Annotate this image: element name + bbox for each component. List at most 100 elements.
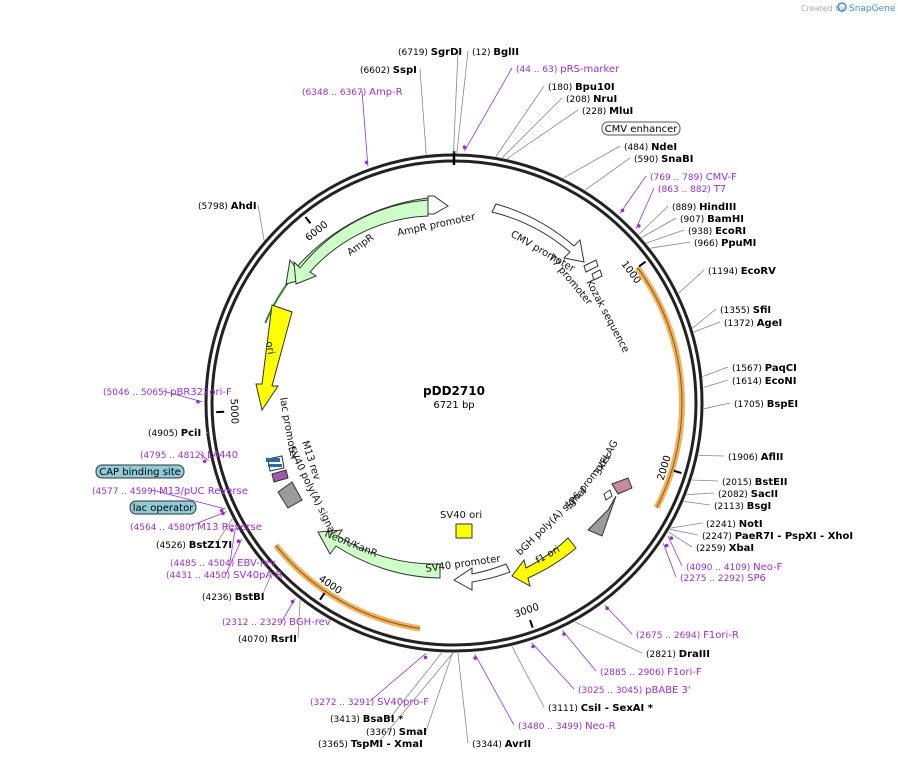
primer-label[interactable]: (863 .. 882) T7 <box>658 184 726 195</box>
primer-label[interactable]: (4090 .. 4109) Neo-F <box>686 562 783 573</box>
enzyme-label[interactable]: (1705) BspEI <box>734 399 798 410</box>
primer-site-mark <box>562 632 566 636</box>
enzyme-label[interactable]: (966) PpuMI <box>694 238 756 249</box>
enzyme-label[interactable]: (590) SnaBI <box>634 154 693 165</box>
enzyme-label[interactable]: (484) NdeI <box>624 142 677 153</box>
enzyme-label[interactable]: (1194) EcoRV <box>708 266 776 277</box>
enzyme-label[interactable]: (3365) TspMI - XmaI <box>318 739 423 750</box>
enzyme-label[interactable]: (4905) PciI <box>148 428 201 439</box>
primer-label[interactable]: (769 .. 789) CMV-F <box>650 172 737 183</box>
enzyme-label[interactable]: (2241) NotI <box>706 519 763 530</box>
primer-label[interactable]: (44 .. 63) pRS-marker <box>516 64 620 75</box>
enzyme-name: BglII <box>493 47 519 58</box>
feature-bgh-polya[interactable] <box>587 495 617 537</box>
enzyme-label[interactable]: (1614) EcoNI <box>732 376 797 387</box>
primer-label[interactable]: (4577 .. 4599) M13/pUC Reverse <box>92 486 248 497</box>
enzyme-position: (966) <box>694 239 721 249</box>
feature-sp6-promoter[interactable] <box>603 489 613 501</box>
enzyme-connector <box>419 68 427 155</box>
primer-position: (3025 .. 3045) <box>578 686 645 696</box>
primer-label[interactable]: (6348 .. 6367) Amp-R <box>302 87 403 98</box>
enzyme-label[interactable]: (6719) SgrDI <box>398 47 462 58</box>
feature-ampr[interactable] <box>293 199 429 285</box>
plasmid-size: 6721 bp <box>433 400 474 411</box>
enzyme-label[interactable]: (3344) AvrII <box>472 739 531 750</box>
feature-cap-binding[interactable] <box>266 458 280 462</box>
enzyme-label[interactable]: (2113) BsgI <box>714 501 771 512</box>
cmv-enhancer-box[interactable] <box>601 121 681 136</box>
enzyme-label[interactable]: (6602) SspI <box>360 65 417 76</box>
feature-m13-rev[interactable] <box>271 469 289 483</box>
enzyme-name: BamHI <box>707 214 744 225</box>
primer-site-mark <box>423 655 428 660</box>
primer-label[interactable]: (3272 .. 3291) SV40pro-F <box>310 697 429 708</box>
feature-sv40-promoter[interactable] <box>453 563 511 591</box>
primer-label[interactable]: (5046 .. 5065) pBR322ori-F <box>103 387 232 398</box>
enzyme-label[interactable]: (4070) RsrII <box>238 634 297 645</box>
enzyme-label[interactable]: (208) NruI <box>566 94 617 105</box>
enzyme-name: RsrII <box>271 634 297 645</box>
enzyme-position: (3413) <box>330 715 363 725</box>
primer-label[interactable]: (3025 .. 3045) pBABE 3' <box>578 685 691 696</box>
enzyme-connector <box>670 522 703 529</box>
primer-label[interactable]: (4564 .. 4580) M13 Reverse <box>130 522 262 533</box>
primer-label[interactable]: (2675 .. 2694) F1ori-R <box>636 630 739 641</box>
feature-cmv-promoter[interactable] <box>491 203 585 263</box>
primer-name: SP6 <box>747 573 766 584</box>
enzyme-label[interactable]: (2082) SacII <box>718 489 778 500</box>
enzyme-name: PaqCI <box>765 363 797 374</box>
enzyme-label[interactable]: (938) EcoRI <box>688 226 746 237</box>
primer-site-mark <box>221 511 225 516</box>
enzyme-label[interactable]: (3413) BsaBI * <box>330 714 404 725</box>
feature-lac-operator[interactable] <box>268 464 282 467</box>
enzyme-label[interactable]: (3367) SmaI <box>366 727 427 738</box>
tick-label: 3000 <box>513 602 541 621</box>
lac-operator-box[interactable] <box>129 500 197 515</box>
feature-kozak[interactable] <box>591 269 603 281</box>
enzyme-label[interactable]: (1906) AflII <box>728 452 783 463</box>
primer-name: CMV-F <box>706 172 737 183</box>
primer-label[interactable]: (2885 .. 2906) F1ori-F <box>600 667 702 678</box>
enzyme-label[interactable]: (907) BamHI <box>680 214 744 225</box>
enzyme-label[interactable]: (5798) AhdI <box>198 201 257 212</box>
enzyme-connector <box>584 157 631 191</box>
primer-position: (6348 .. 6367) <box>302 88 369 98</box>
enzyme-label[interactable]: (1355) SfiI <box>720 305 771 316</box>
feature-ori[interactable] <box>255 304 293 412</box>
feature-sv40-ori[interactable] <box>455 523 473 539</box>
cap-binding-box[interactable] <box>95 464 185 479</box>
feature-f1-ori[interactable] <box>511 537 577 587</box>
enzyme-label[interactable]: (12) BglII <box>472 47 519 58</box>
primer-site-mark <box>605 606 609 610</box>
watermark-brand: SnapGene <box>849 4 896 14</box>
feature-ampr-promoter[interactable] <box>427 195 449 215</box>
enzyme-connector <box>506 109 579 160</box>
feature-neo-kanr[interactable] <box>317 529 441 579</box>
enzyme-label[interactable]: (2259) XbaI <box>696 543 754 554</box>
primer-label[interactable]: (2312 .. 2329) BGH-rev <box>222 617 331 628</box>
enzyme-connector <box>574 621 643 654</box>
enzyme-label[interactable]: (228) MluI <box>582 106 633 117</box>
enzyme-label[interactable]: (2821) DraIII <box>646 649 710 660</box>
primer-label[interactable]: (4485 .. 4504) EBV-rev <box>170 558 276 569</box>
primer-label[interactable]: (4795 .. 4812) L4440 <box>140 450 238 461</box>
enzyme-label[interactable]: (1567) PaqCI <box>732 363 797 374</box>
enzyme-label[interactable]: (2247) PaeR7I - PspXI - XhoI <box>702 531 853 542</box>
primer-label[interactable]: (3480 .. 3499) Neo-R <box>518 721 616 732</box>
primer-site-mark <box>219 508 224 513</box>
enzyme-label[interactable]: (180) Bpu10I <box>548 82 615 93</box>
enzyme-label[interactable]: (1372) AgeI <box>724 318 782 329</box>
enzyme-label[interactable]: (3111) CsiI - SexAI * <box>548 703 654 714</box>
enzyme-label[interactable]: (4526) BstZ17I <box>156 540 232 551</box>
primer-label[interactable]: (2275 .. 2292) SP6 <box>680 573 766 584</box>
enzyme-position: (1355) <box>720 306 753 316</box>
enzyme-label[interactable]: (889) HindIII <box>672 202 736 213</box>
feature-3xflag[interactable] <box>611 477 633 495</box>
feature-t7-promoter[interactable] <box>583 259 599 273</box>
enzyme-label[interactable]: (4236) BstBI <box>202 592 265 603</box>
feature-sv40-polya[interactable] <box>277 481 303 509</box>
primer-label[interactable]: (4431 .. 4450) SV40pA-R <box>166 570 283 581</box>
enzyme-label[interactable]: (2015) BstEII <box>722 477 787 488</box>
primer-name: pBR322ori-F <box>170 387 232 398</box>
